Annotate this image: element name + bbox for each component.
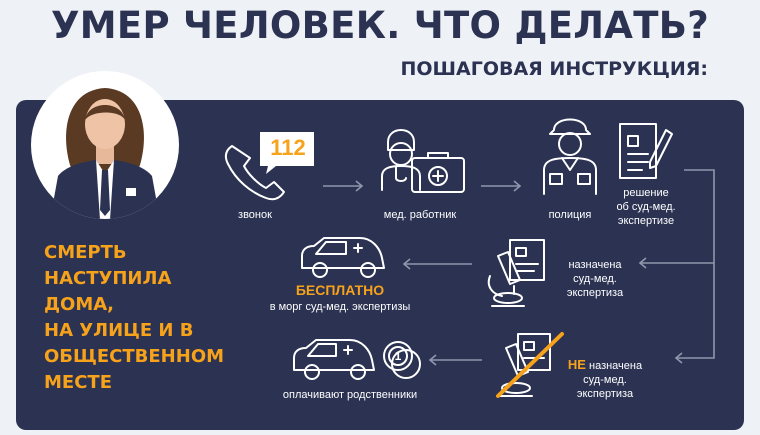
not-assigned-label-2: суд-мед. [583, 374, 627, 386]
medic-label: мед. работник [383, 209, 457, 221]
main-situation-text: СМЕРТЬ НАСТУПИЛА ДОМА, НА УЛИЦЕ И В ОБЩЕ… [44, 240, 224, 396]
coins-icon [383, 341, 421, 379]
assigned-label-3: экспертиза [566, 287, 624, 299]
crossed-microscope-icon [496, 332, 564, 398]
arrow-right-icon [323, 180, 364, 192]
medic-icon [381, 129, 465, 193]
microscope-document-icon [487, 239, 545, 307]
call-number: 112 [270, 135, 306, 160]
main-line: СМЕРТЬ [44, 242, 127, 263]
arrow-left-icon [402, 258, 472, 270]
main-line: ОБЩЕСТВЕННОМ [44, 346, 225, 367]
coin-value: 1 [394, 349, 402, 363]
call-bubble-icon [260, 132, 314, 174]
hearse-icon [293, 339, 375, 380]
not-assigned-word: назначена [585, 360, 643, 372]
assigned-label-1: назначена [568, 259, 622, 271]
main-line: НАСТУПИЛА [44, 268, 172, 289]
arrow-right-icon [481, 180, 522, 192]
free-label: БЕСПЛАТНО [295, 282, 385, 298]
document-pen-icon [619, 123, 673, 179]
main-line: МЕСТЕ [44, 372, 112, 393]
phone-icon [224, 145, 285, 201]
flow-connector [638, 169, 715, 364]
decision-label-1: решение [623, 187, 669, 199]
call-label: звонок [238, 209, 272, 221]
not-assigned-label-3: экспертиза [576, 388, 634, 400]
avatar [31, 71, 179, 219]
main-line: НА УЛИЦЕ И В [44, 320, 194, 341]
page-title: УМЕР ЧЕЛОВЕК. ЧТО ДЕЛАТЬ? [50, 4, 710, 47]
decision-label-2: об суд-мед. [616, 201, 676, 213]
paid-description: оплачивают родственники [282, 389, 418, 401]
police-label: полиция [548, 209, 592, 221]
assigned-label-2: суд-мед. [573, 273, 617, 285]
page-subtitle: ПОШАГОВАЯ ИНСТРУКЦИЯ: [400, 58, 709, 80]
free-description: в морг суд-мед. экспертизы [269, 301, 411, 313]
not-assigned-label-1: НЕ назначена [560, 358, 650, 373]
hearse-icon [301, 237, 385, 278]
arrow-left-icon [428, 354, 482, 366]
not-prefix: НЕ [567, 357, 586, 372]
police-icon [543, 118, 597, 195]
decision-label-3: экспертизе [617, 215, 675, 227]
main-line: ДОМА, [44, 294, 115, 315]
